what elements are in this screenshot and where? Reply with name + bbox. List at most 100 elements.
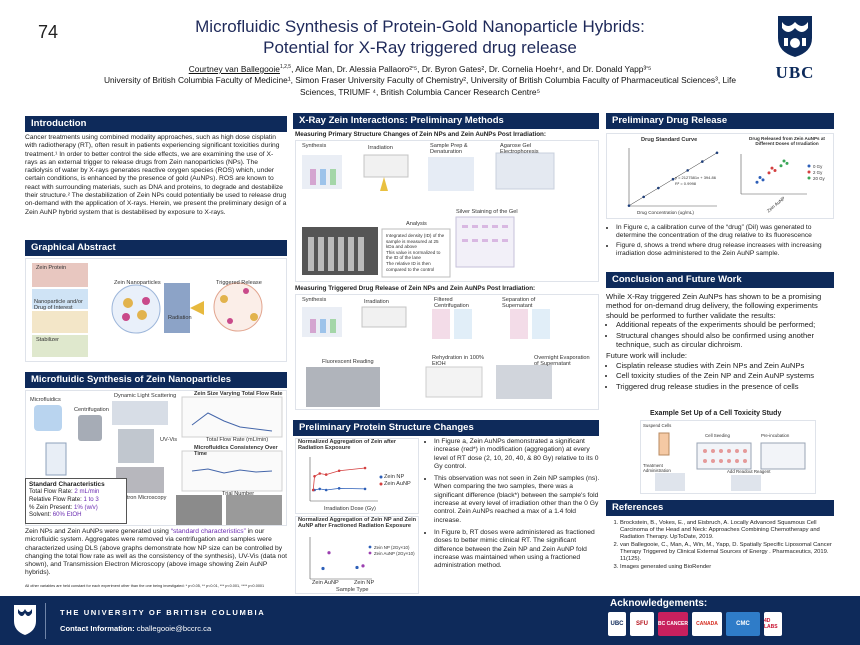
reference-0: Brockstein, B., Vokes, E., and Eisbruch,… [620,520,834,541]
ack-logo-bccancer: BC CANCER [658,612,688,636]
drug-bullet-0: In Figure c, a calibration curve of the … [616,224,834,241]
ubc-logo: UBC [770,14,820,82]
future-2: Triggered drug release studies in the pr… [616,382,834,391]
microfluidic-body: Zein NPs and Zein AuNPs were generated u… [25,528,287,578]
fig-c-point [701,160,704,163]
mf-chart1-title: Zein Size Varying Total Flow Rate [194,391,283,397]
fig-d-point [770,166,774,170]
fig-a-point [313,474,316,478]
protein-bullet-2: In Figure b, RT doses were administered … [434,529,600,570]
cell-toxicity-illustration [655,432,806,491]
conclusion-heading: Conclusion and Future Work [606,272,834,288]
graphical-abstract-figure: Zein Protein Zein Nanoparticles Triggere… [25,258,287,362]
ex-label-3: Pre-incubation [761,433,790,438]
fig-c-chart [627,148,719,207]
fig-b-point [355,565,359,570]
protein-changes-bullets: In Figure a, Zein AuNPs demonstrated a s… [424,438,600,571]
fig-a-point [324,473,328,476]
fig-d-point [779,164,783,168]
affiliations: University of British Columbia Faculty o… [103,75,737,97]
std-label-1: Relative Flow Rate: [29,495,84,503]
mf-body-post: in our microfluidic system. Aggregates w… [25,528,287,577]
fig-c-point [715,151,719,155]
poster-number: 74 [38,22,59,42]
example-title: Example Set Up of a Cell Toxicity Study [650,410,782,417]
xray-methods-figure-1: Synthesis Irradiation Sample Prep & Dena… [295,140,599,282]
fig-c-point [657,186,660,190]
m2-label-rehydration: Rehydration in 100% EtOH [432,355,484,367]
conclusion-validate-1: Structural changes should also be confir… [616,331,834,350]
references-list: Brockstein, B., Vokes, E., and Eisbruch,… [608,520,834,572]
fig-c-xlabel: Drug Concentration (ug/mL) [637,210,694,215]
fig-c-point [686,169,689,172]
contact-email[interactable]: cballegooie@bccrc.ca [136,624,212,633]
fig-a-point [311,488,315,492]
fig-b-point [321,566,325,571]
reference-1: van Ballegooie, C., Man, A., Win, M., Ya… [620,542,834,563]
m1-label-agarose: Agarose Gel Electrophoresis [500,143,539,155]
fig-d-legend-marker [807,164,811,168]
fig-a-chart [309,457,383,502]
std-title: Standard Characteristics [29,481,105,488]
m2-label-fluorescent: Fluorescent Reading [322,359,374,365]
m1-label-synthesis: Synthesis [302,143,327,149]
ex-label-4: Add Readout Reagent [727,469,771,474]
figure-cd: Drug Standard Curve Drug Concentration (… [606,133,834,219]
figure-b: Normalized Aggregation of Zein NP and Ze… [295,516,419,594]
fig-d-point [773,168,777,172]
fig-a-point [363,487,367,491]
fig-d-point [761,178,765,182]
mf-label-dls: Dynamic Light Scattering [114,393,177,399]
ex-label-1: Cell Seeding [705,433,730,438]
title-line-1: Microfluidic Synthesis of Protein-Gold N… [195,17,645,36]
title-line-2: Potential for X-Ray triggered drug relea… [263,38,577,57]
other-authors: , Alice Man, Dr. Alessia Pallaoro²ʹ⁵, Dr… [291,63,652,74]
ga-label-zein-protein: Zein Protein [36,265,67,271]
protein-bullet-1: This observation was not seen in Zein NP… [434,475,600,525]
mf-body-pre: Zein NPs and Zein AuNPs were generated u… [25,528,171,535]
mf-body-highlight: “standard characteristics” [170,528,246,535]
fig-b-legend-marker [368,545,372,549]
xray-sub2: Measuring Triggered Drug Release of Zein… [295,285,536,292]
fig-c-title: Drug Standard Curve [641,137,698,143]
contact-label: Contact Information: [60,624,137,633]
future-title: Future work will include: [606,351,688,361]
xray-heading: X-Ray Zein Interactions: Preliminary Met… [293,113,599,129]
xray-methods-illustration-2 [302,306,552,407]
ga-label-zein-nps: Zein Nanoparticles [114,280,161,286]
ga-label-triggered-release: Triggered Release [216,280,262,286]
fig-c-eq: y = 2127581x + 394.86 [675,175,716,180]
fig-d-point [782,159,786,163]
analysis-bullet-0: Integrated density (ID) of the sample is… [386,233,445,250]
fig-b-xlabel: Sample Type [336,587,369,593]
fig-d-legend-2: 20 Gy [813,176,825,181]
conclusion-intro: While X-Ray triggered Zein AuNPs has sho… [606,292,822,320]
mf-label-microfluidics: Microfluidics [30,397,61,403]
fig-a-point [337,487,341,490]
first-author-sup: 1,2,5 [279,64,292,70]
ack-title: Acknowledgements: [610,598,708,609]
fig-c-point [671,177,675,181]
fig-b-cat-0: Zein AuNP [312,580,339,586]
xray-methods-figure-2: Synthesis Irradiation Filtered Centrifug… [295,294,599,410]
fig-a-legend-marker [379,482,383,486]
fig-a-point [337,469,341,473]
fig-a-xlabel: Irradiation Dose (Gy) [324,506,376,512]
ubc-logo-text: UBC [775,63,815,82]
fig-c-point [627,204,631,207]
mf-chart2-title: Microfluidics Consistency Over Time [194,445,278,457]
std-label-0: Total Flow Rate: [29,488,75,495]
fig-d-legend-marker [807,176,811,180]
introduction-body: Cancer treatments using combined modalit… [25,134,287,216]
m1-label-sample-prep: Sample Prep & Denaturation [430,143,468,155]
m2-label-filtered: Filtered Centrifugation [434,297,469,309]
footer-contact: Contact Information: cballegooie@bccrc.c… [60,624,211,633]
fig-d-title: Drug Released from Zein AuNPs at Differe… [749,136,825,146]
fig-b-legend-marker [368,551,372,555]
ack-logos: UBC SFU BC CANCER CANADA CMC 4D LABS [608,612,782,636]
fig-a-point [324,488,328,492]
fig-b-point [327,551,331,555]
mf-label-centrifugation: Centrifugation [74,407,109,413]
xray-sub1: Measuring Primary Structure Changes of Z… [295,131,546,138]
